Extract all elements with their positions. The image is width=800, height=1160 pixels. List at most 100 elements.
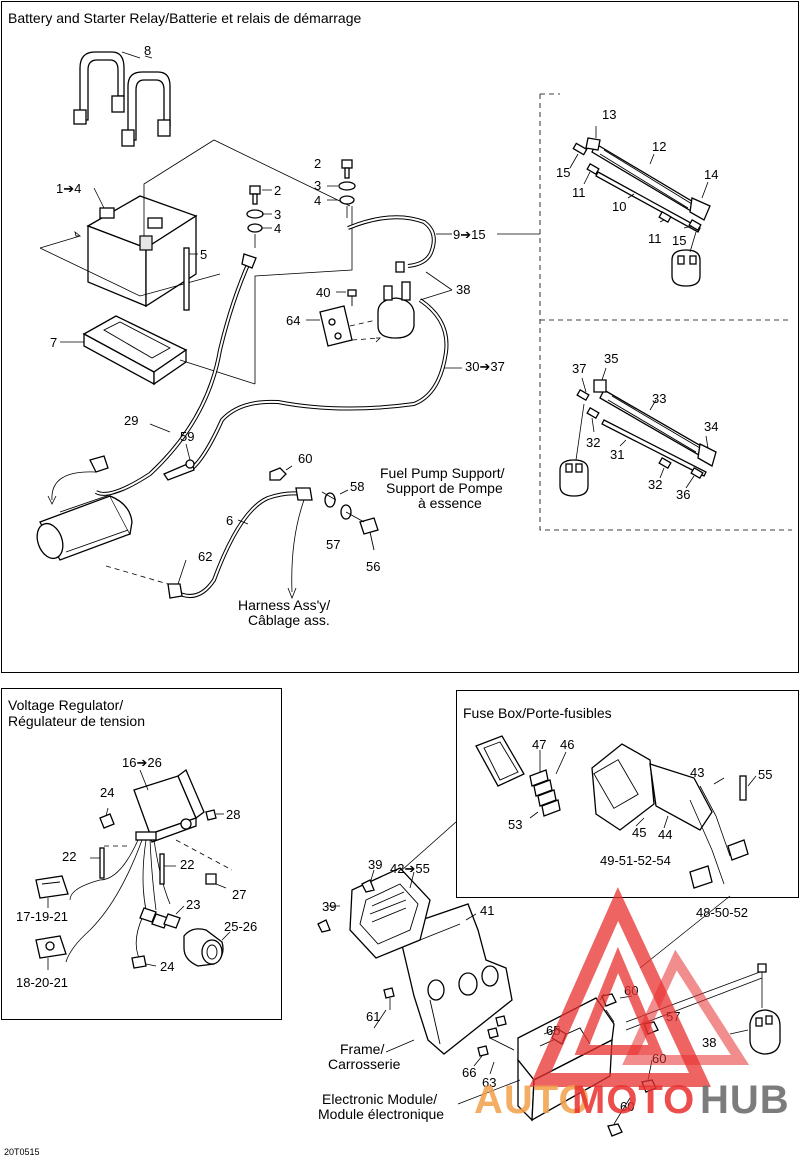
note-frame-2: Carrosserie (328, 1056, 401, 1072)
terminal-bolt-right (327, 159, 356, 218)
callout-24-bottom: 24 (160, 959, 175, 974)
callout-22-left: 22 (62, 849, 77, 864)
callout-35: 35 (604, 351, 619, 366)
callout-38-bottom: 38 (702, 1035, 717, 1050)
callout-28: 28 (226, 807, 241, 822)
relay-kit-b (559, 379, 717, 497)
callout-38-top: 38 (456, 282, 471, 297)
note-fuel-pump-support-1: Fuel Pump Support/ (380, 465, 505, 481)
starter-motor (36, 455, 133, 561)
callout-3-right: 3 (314, 178, 322, 193)
battery-panel (1, 1, 799, 673)
callout-4-left: 4 (274, 221, 282, 236)
terminal-bolt-left (246, 185, 272, 248)
callout-56: 56 (366, 559, 381, 574)
callout-17-19-21: 17-19-21 (16, 909, 69, 924)
regulator-panel (1, 688, 282, 1020)
callout-14: 14 (704, 167, 719, 182)
callout-53: 53 (508, 817, 523, 832)
callout-34: 34 (704, 419, 719, 434)
callout-18-20-21: 18-20-21 (16, 975, 69, 990)
callout-9-15: 9➔15 (453, 227, 486, 242)
callout-31: 31 (610, 447, 625, 462)
callout-44: 44 (658, 827, 673, 842)
callout-33: 33 (652, 391, 667, 406)
callout-45: 45 (632, 825, 647, 840)
note-harness-1: Harness Ass'y/ (238, 597, 331, 613)
fuse-holder (591, 743, 713, 831)
callout-66: 66 (462, 1065, 477, 1080)
callout-11-bottom: 11 (648, 231, 662, 246)
callout-62: 62 (198, 549, 213, 564)
relay-kit-a-group-box (539, 94, 792, 531)
watermark-auto: AUTO (474, 1078, 591, 1122)
note-frame-1: Frame/ (340, 1041, 385, 1057)
callout-32-top: 32 (586, 435, 601, 450)
callout-2-left: 2 (274, 183, 282, 198)
callout-65: 65 (546, 1023, 561, 1038)
callout-61: 61 (366, 1009, 381, 1024)
callout-48-50-52: 48-50-52 (696, 905, 749, 920)
callout-49-51-52-54: 49-51-52-54 (600, 853, 671, 868)
watermark-hub: HUB (700, 1078, 790, 1122)
callout-23: 23 (186, 897, 201, 912)
callout-15-top: 15 (556, 165, 571, 180)
callout-42-55: 42➔55 (390, 861, 430, 876)
callout-39-left: 39 (322, 899, 337, 914)
electronic-module-bracket (397, 903, 513, 1055)
callout-60-middle: 60 (652, 1051, 667, 1066)
callout-25-26: 25-26 (224, 919, 258, 934)
callout-55-fuse: 55 (758, 767, 773, 782)
callout-30-37: 30➔37 (465, 359, 505, 374)
callout-64: 64 (286, 313, 301, 328)
callout-60-bottom: 60 (620, 1099, 635, 1114)
callout-60-upper: 60 (624, 983, 639, 998)
starter-relay (377, 261, 415, 339)
callout-40: 40 (316, 285, 331, 300)
callout-60-top: 60 (298, 451, 313, 466)
regulator-section-title-line2: Régulateur de tension (8, 713, 145, 729)
relay-bracket (319, 305, 353, 347)
callout-37: 37 (572, 361, 587, 376)
callout-27: 27 (232, 887, 247, 902)
callout-46: 46 (560, 737, 575, 752)
callout-41: 41 (480, 903, 495, 918)
figure-code: 20T0515 (4, 1147, 40, 1157)
callout-11-top: 11 (572, 185, 586, 200)
battery-tray (82, 315, 188, 386)
fuse-box-section-title: Fuse Box/Porte-fusibles (463, 705, 612, 721)
callout-43: 43 (690, 765, 705, 780)
note-fuel-pump-support-3: à essence (418, 495, 482, 511)
callout-29: 29 (124, 413, 139, 428)
callout-3-left: 3 (274, 207, 282, 222)
note-module-1: Electronic Module/ (322, 1091, 438, 1107)
callout-6: 6 (226, 513, 234, 528)
callout-57-bottom: 57 (666, 1009, 681, 1024)
callout-8: 8 (144, 43, 152, 58)
callout-57-top: 57 (326, 537, 341, 552)
callout-36: 36 (676, 487, 691, 502)
callout-59: 59 (180, 429, 195, 444)
callout-1-4: 1➔4 (56, 181, 82, 196)
callout-58: 58 (350, 479, 365, 494)
callout-7: 7 (50, 335, 58, 350)
voltage-regulator (133, 768, 205, 843)
callout-22-right: 22 (180, 857, 195, 872)
callout-47: 47 (532, 737, 547, 752)
callout-10: 10 (612, 199, 627, 214)
battery-strap (73, 51, 171, 147)
battery-section-title: Battery and Starter Relay/Batterie et re… (8, 10, 362, 26)
callout-63: 63 (482, 1075, 497, 1090)
callout-2-right: 2 (314, 156, 322, 171)
callout-12: 12 (652, 139, 667, 154)
note-module-2: Module électronique (318, 1106, 445, 1122)
watermark-moto: MOTO (572, 1078, 696, 1122)
callout-13: 13 (602, 107, 617, 122)
relay-kit-a (572, 137, 711, 287)
fuses (529, 769, 561, 817)
battery (86, 195, 198, 308)
callout-16-26: 16➔26 (122, 755, 162, 770)
callout-39-top: 39 (368, 857, 383, 872)
callout-5: 5 (200, 247, 208, 262)
